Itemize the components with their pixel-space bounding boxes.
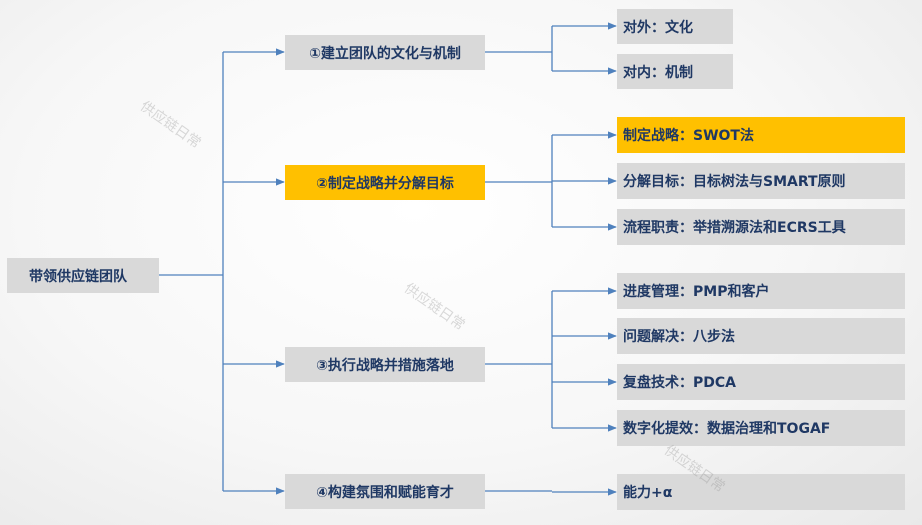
- leaf-2-2-node: 分解目标：目标树法与SMART原则: [617, 163, 905, 199]
- leaf-2-2-label: 分解目标：目标树法与SMART原则: [623, 174, 846, 190]
- branch-2-label: ②制定战略并分解目标: [316, 175, 454, 192]
- branch-1-label: ①建立团队的文化与机制: [309, 45, 461, 62]
- branch-2-node: ②制定战略并分解目标: [285, 165, 485, 200]
- branch-4-node: ④构建氛围和赋能育才: [285, 474, 485, 509]
- leaf-2-3-label: 流程职责：举措溯源法和ECRS工具: [623, 220, 846, 236]
- leaf-3-3-label: 复盘技术：PDCA: [623, 375, 736, 391]
- root-node: 带领供应链团队: [7, 258, 159, 293]
- branch-3-label: ③执行战略并措施落地: [316, 357, 454, 374]
- leaf-1-1-label: 对外：文化: [623, 19, 693, 36]
- root-label: 带领供应链团队: [29, 268, 127, 285]
- leaf-3-1-label: 进度管理：PMP和客户: [623, 284, 770, 300]
- leaf-3-3-node: 复盘技术：PDCA: [617, 364, 905, 400]
- leaf-2-1-node: 制定战略：SWOT法: [617, 117, 905, 153]
- leaf-4-1-label: 能力+α: [623, 485, 673, 501]
- leaf-1-2-label: 对内：机制: [623, 64, 693, 81]
- leaf-3-2-node: 问题解决：八步法: [617, 318, 905, 354]
- leaf-3-1-node: 进度管理：PMP和客户: [617, 273, 905, 309]
- leaf-2-1-label: 制定战略：SWOT法: [623, 128, 754, 144]
- leaf-1-1-node: 对外：文化: [617, 9, 733, 44]
- leaf-1-2-node: 对内：机制: [617, 54, 733, 89]
- leaf-3-4-node: 数字化提效：数据治理和TOGAF: [617, 410, 905, 446]
- branch-4-label: ④构建氛围和赋能育才: [316, 484, 454, 501]
- leaf-4-1-node: 能力+α: [617, 474, 905, 510]
- branch-1-node: ①建立团队的文化与机制: [285, 35, 485, 70]
- leaf-3-4-label: 数字化提效：数据治理和TOGAF: [623, 421, 831, 437]
- leaf-2-3-node: 流程职责：举措溯源法和ECRS工具: [617, 209, 905, 245]
- branch-3-node: ③执行战略并措施落地: [285, 347, 485, 382]
- leaf-3-2-label: 问题解决：八步法: [623, 329, 735, 345]
